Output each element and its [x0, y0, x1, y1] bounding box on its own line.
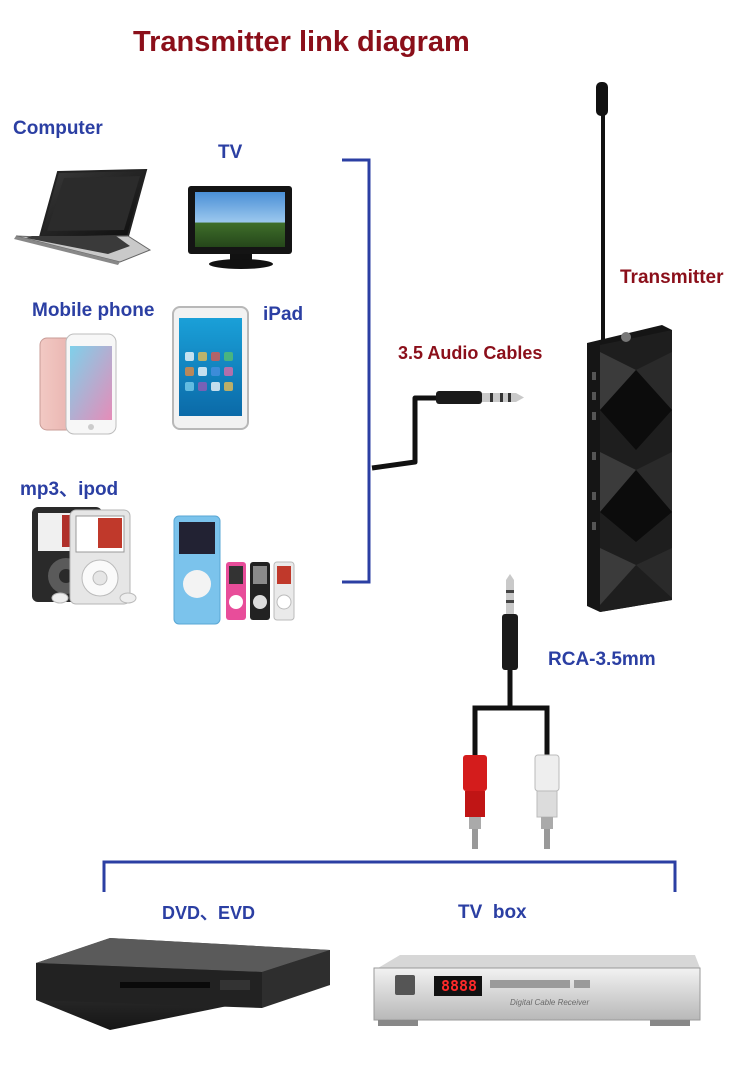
transmitter-illustration: [587, 82, 672, 612]
tv-illustration: [188, 186, 292, 269]
source-bracket: [342, 158, 371, 584]
label-computer: Computer: [13, 118, 103, 139]
ipad-illustration: [172, 306, 249, 430]
label-dvd-evd: DVD、EVD: [162, 903, 256, 923]
label-mp3-ipod: mp3、ipod: [20, 479, 119, 500]
diagram-title: Transmitter link diagram: [133, 26, 470, 58]
label-tv: TV: [218, 142, 243, 163]
label-audio-cables: 3.5 Audio Cables: [398, 343, 543, 363]
ipod-nano-illustration: [173, 515, 295, 625]
tv-box-illustration: [373, 955, 701, 1026]
dvd-player-illustration: [36, 938, 330, 1030]
ipod-classic-illustration: [32, 507, 137, 605]
label-rca: RCA-3.5mm: [548, 649, 656, 670]
label-ipad: iPad: [263, 304, 304, 325]
audio-cable: [371, 391, 524, 471]
tv-box-display: 8888: [440, 977, 478, 995]
laptop-illustration: [14, 168, 152, 265]
label-transmitter: Transmitter: [620, 267, 724, 288]
label-tv-box: TV box: [458, 902, 527, 923]
mobile-phone-illustration: [39, 333, 117, 435]
label-mobile-phone: Mobile phone: [32, 300, 155, 321]
rca-cable: [463, 574, 560, 849]
output-bracket: [102, 860, 677, 892]
tv-box-caption: Digital Cable Receiver: [510, 998, 590, 1007]
